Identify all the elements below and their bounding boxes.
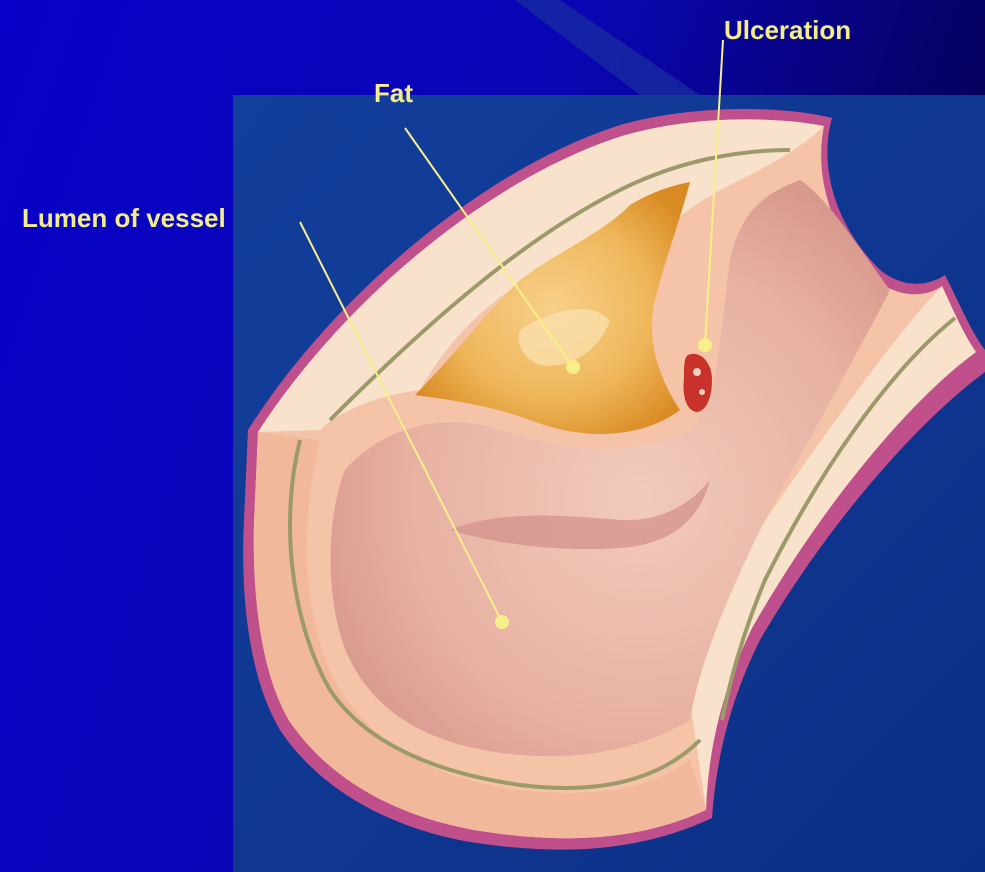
label-lumen-of-vessel: Lumen of vessel (22, 205, 226, 231)
label-ulceration: Ulceration (724, 17, 851, 43)
fat-leader-dot (566, 360, 580, 374)
ulceration-spot (693, 368, 701, 376)
ulceration-spot (699, 389, 705, 395)
label-fat: Fat (374, 80, 413, 106)
lumen-leader-dot (495, 615, 509, 629)
ulceration-leader-dot (698, 338, 712, 352)
